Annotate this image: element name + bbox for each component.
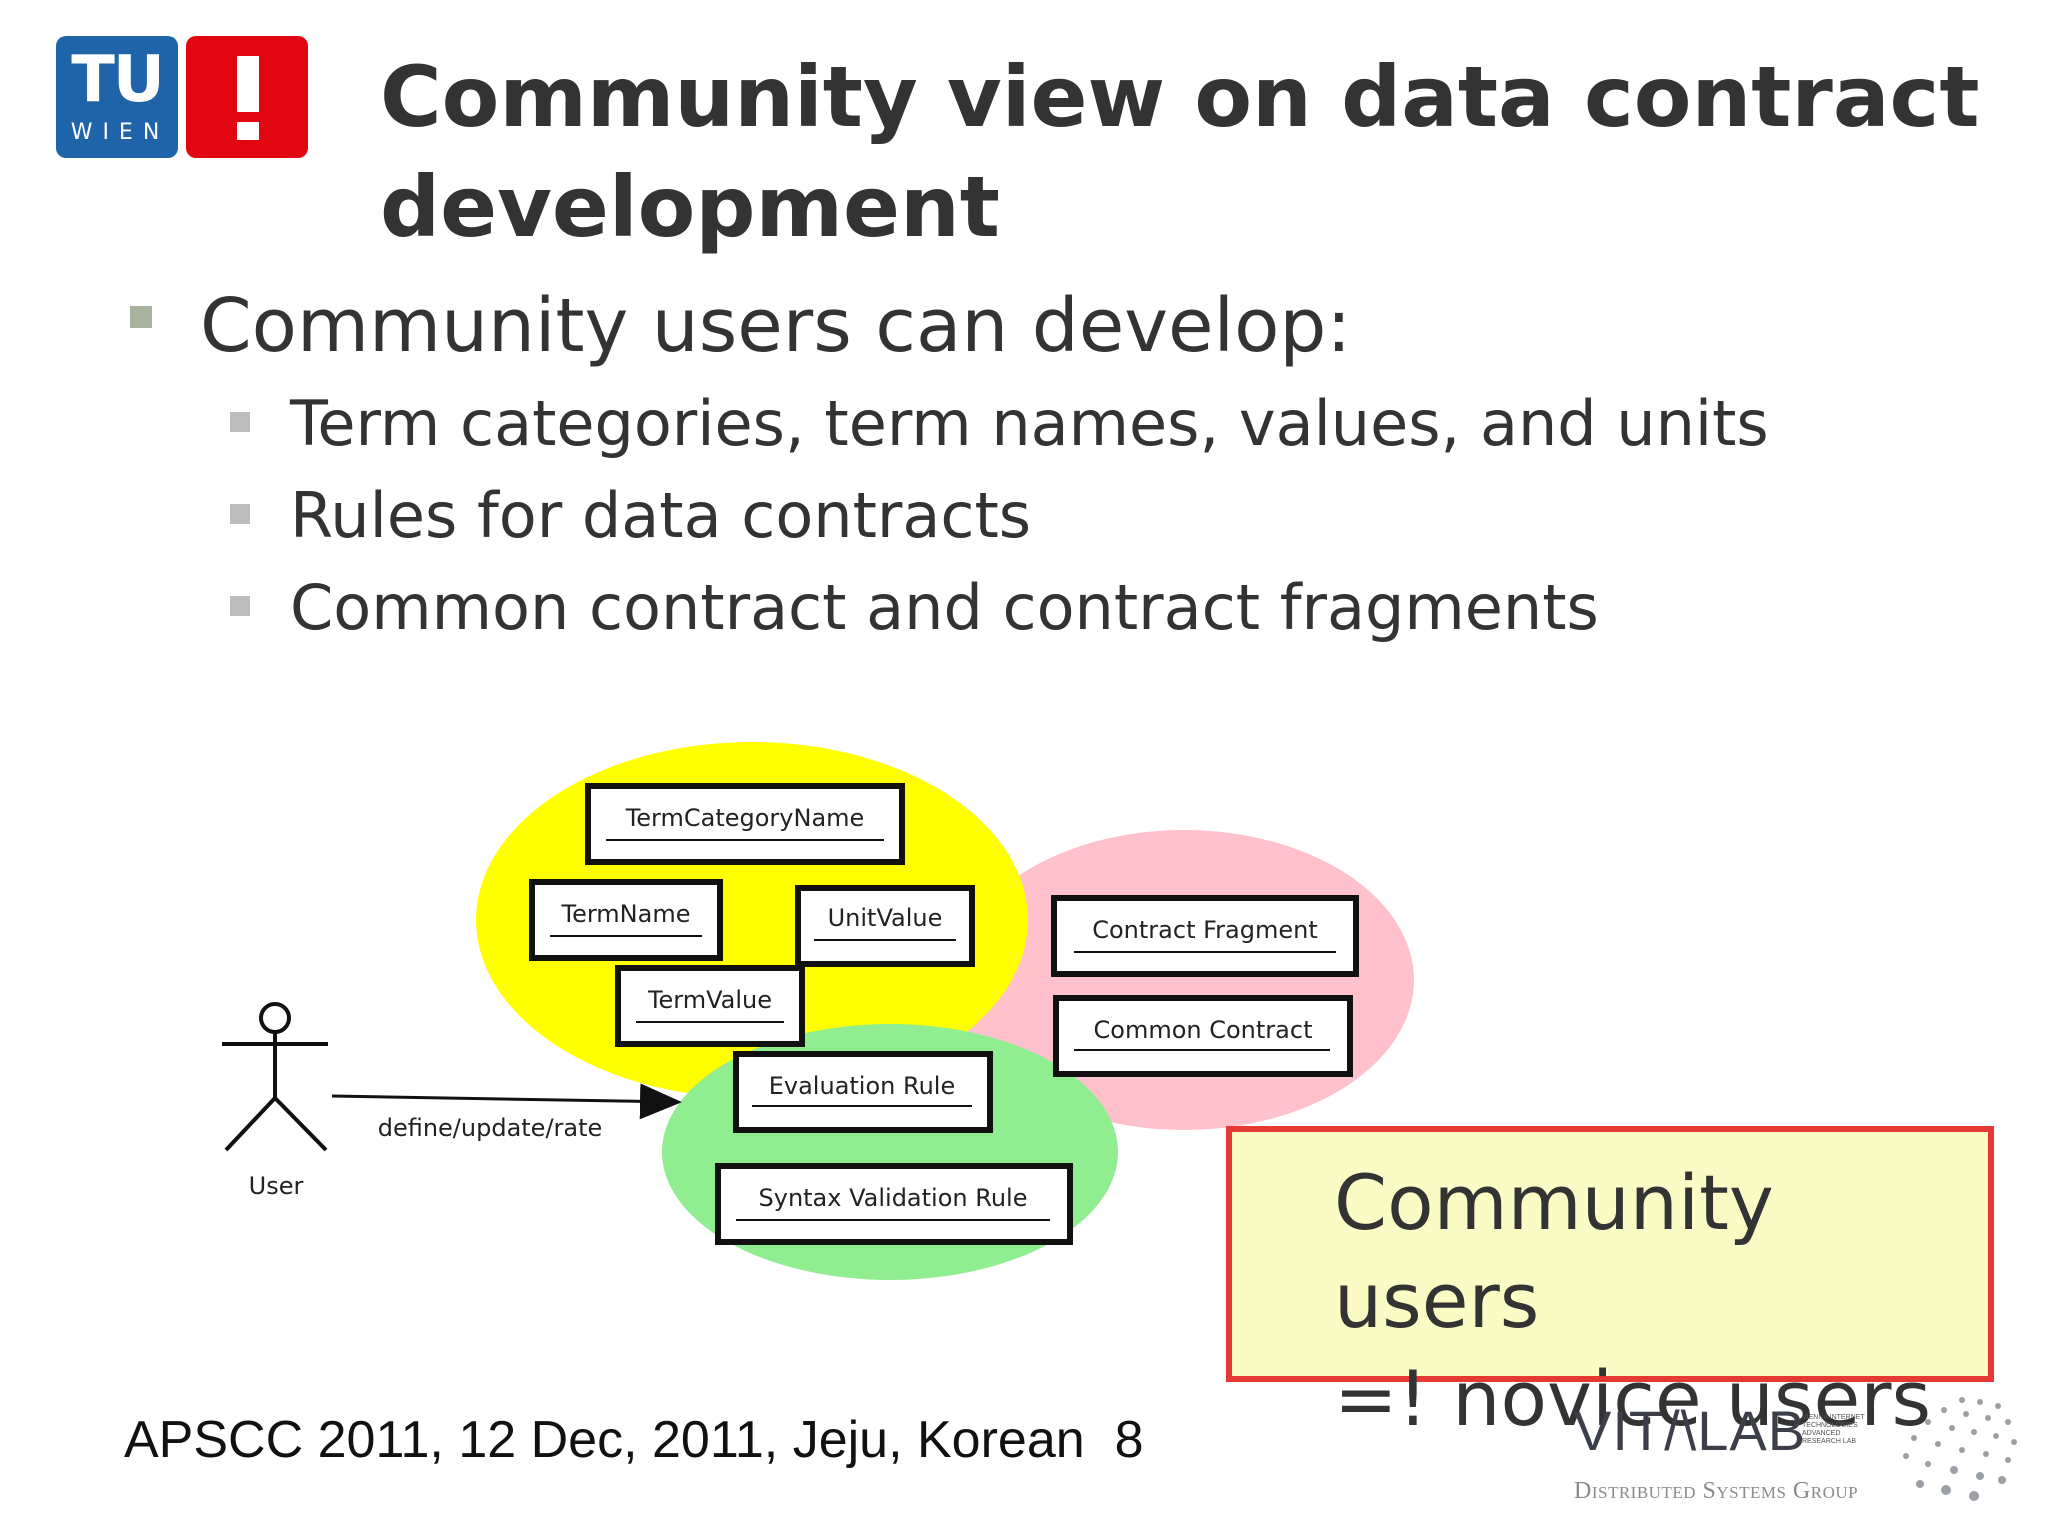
- svg-text:Contract Fragment: Contract Fragment: [1092, 916, 1318, 944]
- actor-label: User: [249, 1172, 304, 1200]
- sub-bullet-1: Term categories, term names, values, and…: [290, 387, 1769, 460]
- box-term-value: TermValue: [615, 965, 805, 1047]
- callout-text: Community users =! novice users: [1334, 1158, 1932, 1443]
- page-number: 8: [1114, 1411, 1144, 1469]
- vitalab-subtext: VIENNA INTERNET TECHNOLOGIES ADVANCED RE…: [1802, 1414, 1865, 1445]
- bullet-marker: [130, 306, 152, 328]
- sub-bullet-3: Common contract and contract fragments: [290, 571, 1599, 644]
- user-actor-icon: [222, 1002, 328, 1152]
- vitalab-logo: VIT/\LAB VIENNA INTERNET TECHNOLOGIES AD…: [1570, 1392, 2020, 1512]
- tu-wien-logo: TU WIEN: [56, 36, 178, 158]
- slide-title: Community view on data contract developm…: [380, 48, 1980, 256]
- svg-text:UnitValue: UnitValue: [828, 904, 943, 932]
- tu-logo-letters: TU: [71, 43, 165, 117]
- footer-text: APSCC 2011, 12 Dec, 2011, Jeju, Korean: [124, 1411, 1085, 1469]
- box-contract-fragment: Contract Fragment: [1051, 895, 1359, 977]
- box-common-contract: Common Contract: [1053, 995, 1353, 1077]
- define-arrow: [331, 1083, 682, 1120]
- tu-logo-wien: WIEN: [70, 120, 170, 145]
- svg-text:Common Contract: Common Contract: [1094, 1016, 1313, 1044]
- svg-text:TermName: TermName: [561, 900, 691, 928]
- box-evaluation-rule: Evaluation Rule: [733, 1051, 993, 1133]
- arrow-label: define/update/rate: [378, 1114, 603, 1142]
- callout-box: Community users =! novice users: [1226, 1126, 1994, 1443]
- bullet-main: Community users can develop:: [200, 283, 1352, 369]
- box-syntax-validation-rule: Syntax Validation Rule: [715, 1163, 1073, 1245]
- svg-text:Syntax Validation Rule: Syntax Validation Rule: [759, 1184, 1028, 1212]
- box-term-category-name: TermCategoryName: [585, 783, 905, 865]
- sub-bullet-marker: [230, 412, 250, 432]
- sub-bullet-2: Rules for data contracts: [290, 479, 1032, 552]
- sub-bullet-marker: [230, 596, 250, 616]
- svg-text:TermValue: TermValue: [647, 986, 772, 1014]
- tu-exclamation-logo: [186, 36, 308, 158]
- vitalab-group: Distributed Systems Group: [1574, 1478, 1859, 1504]
- svg-text:TermCategoryName: TermCategoryName: [625, 804, 865, 832]
- svg-text:Evaluation Rule: Evaluation Rule: [769, 1072, 956, 1100]
- box-unit-value: UnitValue: [795, 885, 975, 967]
- box-term-name: TermName: [529, 879, 723, 961]
- vitalab-dots-icon: [1903, 1397, 2017, 1501]
- sub-bullet-marker: [230, 504, 250, 524]
- footer: APSCC 2011, 12 Dec, 2011, Jeju, Korean 8: [124, 1410, 1144, 1470]
- vitalab-wordmark: VIT/\LAB: [1574, 1399, 1807, 1462]
